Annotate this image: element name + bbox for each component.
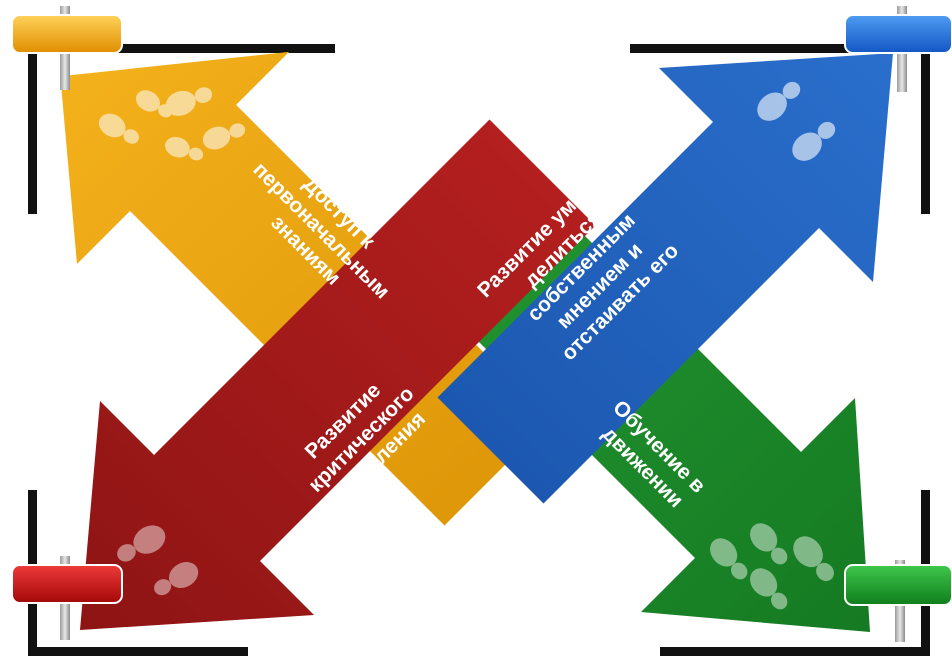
arrow-blue [437, 53, 893, 504]
arrow-red [80, 119, 596, 630]
frame-bar-horizontal [28, 44, 335, 53]
corner-frame-top-left [28, 44, 335, 214]
frame-bar-horizontal [630, 44, 930, 53]
sign-top-left [11, 6, 123, 90]
frame-bar-vertical [921, 44, 930, 214]
frame-bar-horizontal [660, 647, 930, 656]
sign-top-right [844, 6, 952, 92]
frame-bar-vertical [28, 44, 37, 214]
frame-bar-horizontal [28, 647, 248, 656]
arrow-orange-shape [60, 51, 551, 526]
sign-bottom-right [844, 560, 952, 642]
corner-frame-top-right [630, 44, 930, 214]
sign-handle-green [844, 564, 952, 606]
sign-handle-orange [11, 14, 123, 54]
arrow-blue-shape [437, 53, 893, 504]
sign-bottom-left [11, 556, 123, 640]
arrow-red-shape [80, 119, 596, 630]
arrow-orange [60, 51, 551, 526]
sign-handle-red [11, 564, 123, 604]
sign-handle-blue [844, 14, 952, 54]
